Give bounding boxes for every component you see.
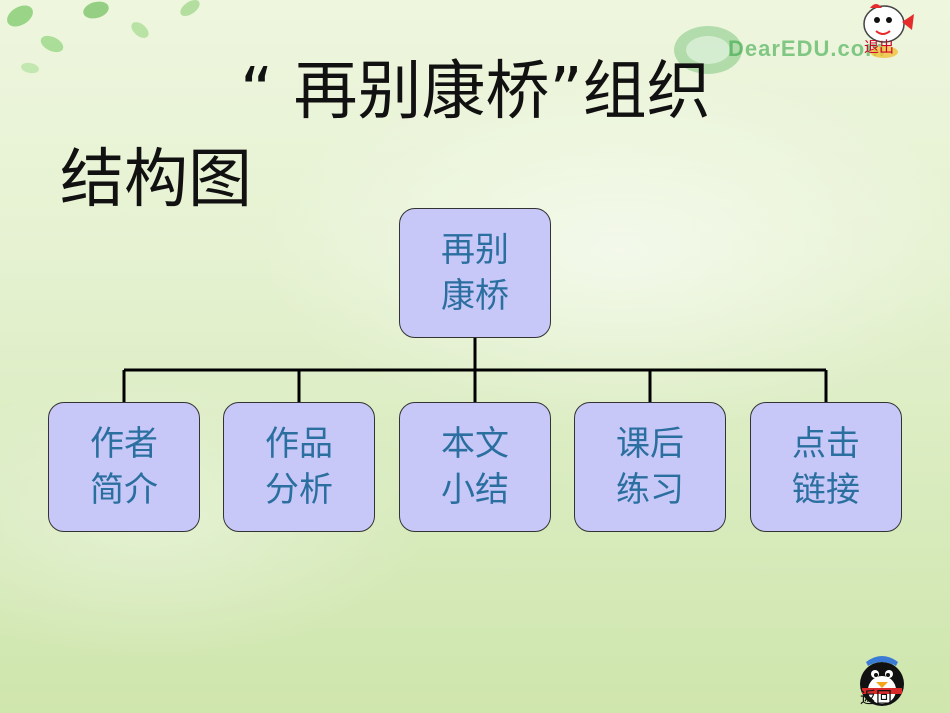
- exit-button[interactable]: [856, 0, 916, 62]
- node-exercises[interactable]: 课后 练习: [574, 402, 726, 532]
- page-title-line-1: “ 再别康桥”组织: [240, 55, 711, 129]
- page-title-line-2: 结构图: [60, 143, 252, 217]
- node-label-line-1: 本文: [441, 424, 509, 464]
- leaf-decoration: [7, 0, 200, 74]
- watermark-text: DearEDU.com: [728, 36, 886, 61]
- root-node-line-2: 康桥: [441, 276, 509, 316]
- node-links[interactable]: 点击 链接: [750, 402, 902, 532]
- node-author-intro[interactable]: 作者 简介: [48, 402, 200, 532]
- node-label-line-2: 分析: [265, 470, 333, 510]
- root-node: 再别 康桥: [399, 208, 551, 338]
- node-text-summary[interactable]: 本文 小结: [399, 402, 551, 532]
- back-button[interactable]: [852, 648, 912, 710]
- back-button-label[interactable]: 返回: [860, 688, 893, 707]
- node-label-line-2: 链接: [792, 470, 860, 510]
- node-label-line-1: 作品: [265, 424, 333, 464]
- node-work-analysis[interactable]: 作品 分析: [223, 402, 375, 532]
- node-label-line-1: 课后: [616, 424, 684, 464]
- node-label-line-2: 简介: [90, 470, 158, 510]
- node-label-line-2: 小结: [441, 470, 509, 510]
- node-label-line-1: 作者: [90, 424, 158, 464]
- node-label-line-2: 练习: [616, 470, 684, 510]
- node-label-line-1: 点击: [792, 424, 860, 464]
- root-node-line-1: 再别: [441, 230, 509, 270]
- exit-button-label[interactable]: 退出: [864, 38, 895, 56]
- watermark-logo: [674, 26, 742, 74]
